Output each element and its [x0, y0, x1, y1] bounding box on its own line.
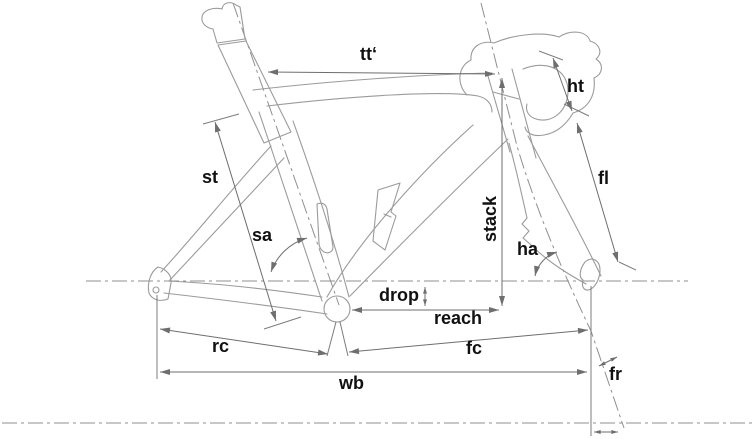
fork-dropout	[579, 258, 601, 291]
rear-dropout-bolt	[152, 286, 160, 294]
label-head-angle: ha	[517, 239, 539, 259]
chain-stay-lower-edge	[163, 292, 328, 315]
seat-stay-upper-edge	[160, 145, 272, 273]
label-wheelbase: wb	[339, 373, 364, 393]
seat-stay-lower-edge	[168, 157, 285, 282]
ht-dimension-line	[552, 57, 573, 112]
st-bottom-tick	[263, 316, 302, 330]
saddle-clamp	[201, 2, 246, 44]
fr-offset-arrows	[598, 356, 618, 367]
rear-dropout	[147, 266, 172, 301]
headset-spacer-line	[492, 91, 520, 100]
label-drop: drop	[379, 285, 419, 305]
label-seat-tube: st	[202, 167, 219, 187]
st-top-tick	[202, 113, 240, 125]
seat-tube-detail	[316, 202, 334, 254]
fork-front-edge	[527, 135, 602, 277]
down-tube-lower-edge	[326, 124, 474, 298]
bottom-bracket	[323, 295, 351, 323]
bb-extension-line-right	[339, 321, 349, 357]
label-head-tube: ht	[567, 76, 584, 96]
top-tube-lower-edge	[266, 93, 493, 113]
dimension-lines	[159, 57, 619, 434]
label-front-center: fc	[466, 338, 483, 358]
extension-lines	[156, 50, 637, 436]
ha-angle-arc	[534, 251, 558, 277]
fl-bottom-tick	[618, 261, 637, 271]
label-rear-center: rc	[212, 336, 230, 356]
cockpit-outline	[459, 31, 602, 137]
derailleur-mount-detail	[372, 182, 401, 251]
handlebar-drop-curve	[522, 64, 569, 121]
steering-axis	[480, 2, 625, 429]
bb-extension-line-left	[326, 321, 337, 357]
fork-rear-edge	[508, 142, 587, 285]
st-dimension-line	[214, 121, 277, 322]
label-reach: reach	[434, 308, 483, 328]
tt-dimension-line	[267, 69, 496, 77]
seat-tube-axis	[232, 2, 340, 306]
head-tube-rear-edge	[487, 75, 511, 153]
centerlines	[2, 2, 752, 429]
label-seat-angle: sa	[252, 225, 273, 245]
rc-dimension-line	[159, 327, 329, 356]
top-tube-upper-edge	[252, 72, 493, 91]
label-stack: stack	[480, 195, 500, 242]
seat-tube-front-edge	[292, 120, 350, 298]
label-fork-length: fl	[598, 168, 609, 188]
label-fork-rake: fr	[609, 364, 622, 384]
chain-stay-upper-edge	[166, 280, 323, 298]
down-tube-upper-edge	[349, 138, 509, 297]
fc-dimension-line	[348, 327, 589, 355]
label-top-tube: tt‘	[360, 44, 377, 64]
seat-post	[217, 40, 292, 144]
ht-top-tick	[538, 50, 564, 61]
fl-dimension-line	[576, 122, 619, 263]
seat-tube-rear-edge	[258, 111, 323, 302]
sa-angle-arc	[270, 237, 308, 273]
